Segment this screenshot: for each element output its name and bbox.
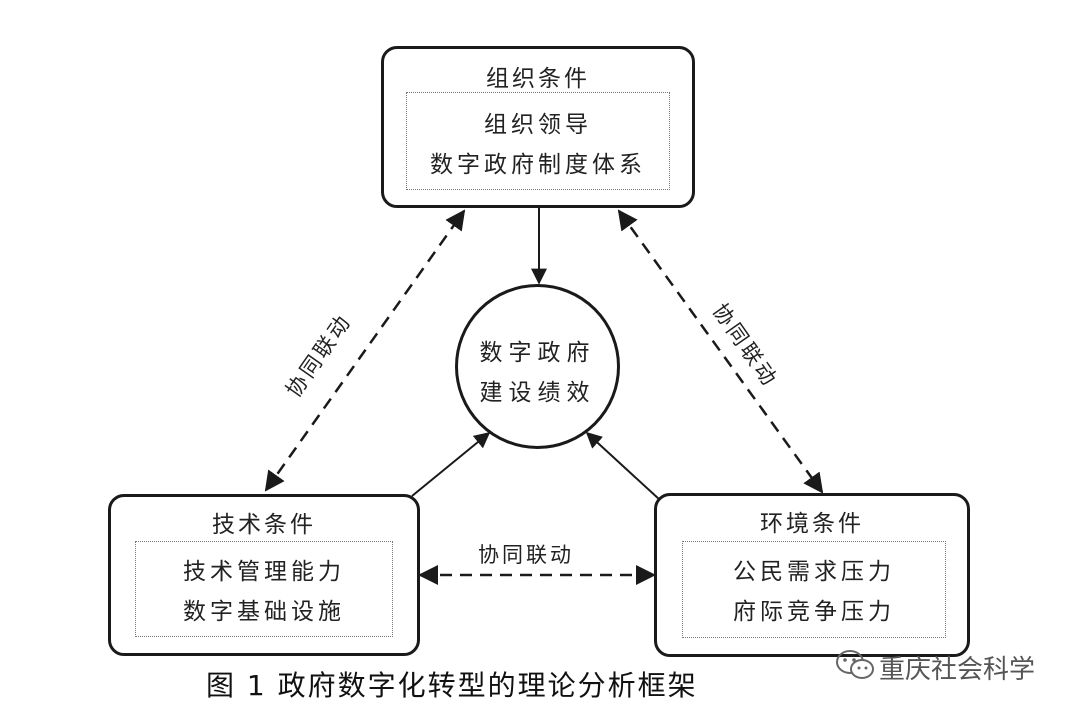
performance-circle: 数字政府 建设绩效 <box>455 284 620 449</box>
tech-item-infrastructure: 数字基础设施 <box>183 599 345 625</box>
org-conditions-box: 组织条件 组织领导 数字政府制度体系 <box>381 46 695 208</box>
tech-conditions-items: 技术管理能力 数字基础设施 <box>135 541 393 637</box>
env-conditions-items: 公民需求压力 府际竞争压力 <box>682 541 946 638</box>
wechat-icon <box>835 649 875 685</box>
dashed-arrow-tech-org <box>264 209 466 492</box>
env-item-citizen-demand: 公民需求压力 <box>733 559 895 585</box>
org-conditions-title: 组织条件 <box>486 66 590 92</box>
env-conditions-box: 环境条件 公民需求压力 府际竞争压力 <box>654 493 970 657</box>
arrow-env-to-center <box>585 431 661 501</box>
org-item-leadership: 组织领导 <box>484 112 592 138</box>
dashed-arrow-org-env <box>617 209 824 494</box>
performance-line-2: 建设绩效 <box>479 380 596 406</box>
link-label-bottom: 协同联动 <box>478 543 574 567</box>
watermark-text: 重庆社会科学 <box>879 654 1036 685</box>
org-conditions-items: 组织领导 数字政府制度体系 <box>406 92 670 190</box>
watermark: 重庆社会科学 <box>835 649 1036 685</box>
tech-conditions-box: 技术条件 技术管理能力 数字基础设施 <box>108 494 420 656</box>
tech-conditions-title: 技术条件 <box>212 512 316 538</box>
performance-line-1: 数字政府 <box>479 340 596 366</box>
env-conditions-title: 环境条件 <box>760 511 864 537</box>
env-item-intergov-competition: 府际竞争压力 <box>733 599 895 625</box>
org-item-institution: 数字政府制度体系 <box>430 152 646 178</box>
tech-item-management: 技术管理能力 <box>183 559 345 585</box>
figure-caption: 图 1 政府数字化转型的理论分析框架 <box>206 669 698 702</box>
arrow-tech-to-center <box>411 431 491 497</box>
